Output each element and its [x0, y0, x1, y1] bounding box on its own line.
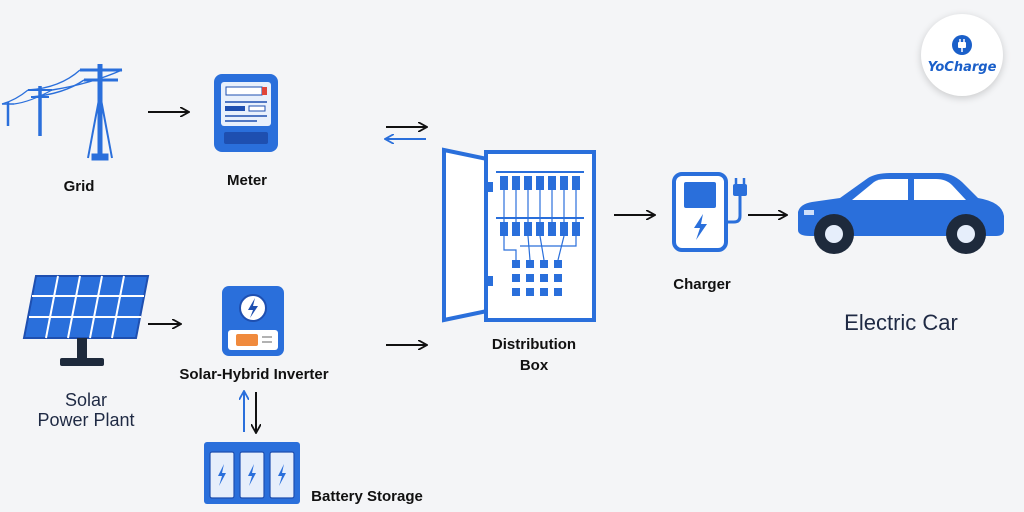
logo-text: YoCharge: [927, 60, 997, 75]
label-grid: Grid: [63, 178, 95, 195]
label-solar-line1: Solar: [64, 390, 108, 410]
solar-panel-icon: [22, 275, 150, 366]
grid-pole-icon: [1, 64, 123, 161]
inverter-icon: [222, 286, 284, 356]
electric-car-icon: [798, 173, 1004, 254]
plug-icon: [733, 178, 747, 196]
meter-icon: [214, 74, 278, 152]
plug-icon: [952, 35, 972, 55]
yocharge-logo: YoCharge: [921, 14, 1003, 96]
battery-icon: [204, 442, 300, 504]
label-battery: Battery Storage: [311, 488, 423, 505]
bolt-icon: [694, 214, 707, 240]
label-distribution-line1: Distribution: [491, 336, 577, 353]
label-electric-car: Electric Car: [844, 310, 958, 335]
label-distribution-line2: Box: [519, 357, 549, 374]
label-meter: Meter: [226, 172, 268, 189]
bolt-icon: [248, 298, 258, 318]
label-inverter: Solar-Hybrid Inverter: [179, 366, 329, 383]
distribution-box-icon: [442, 147, 596, 323]
label-solar-line2: Power Plant: [37, 410, 135, 430]
charger-icon: [672, 172, 747, 252]
label-charger: Charger: [673, 276, 731, 293]
